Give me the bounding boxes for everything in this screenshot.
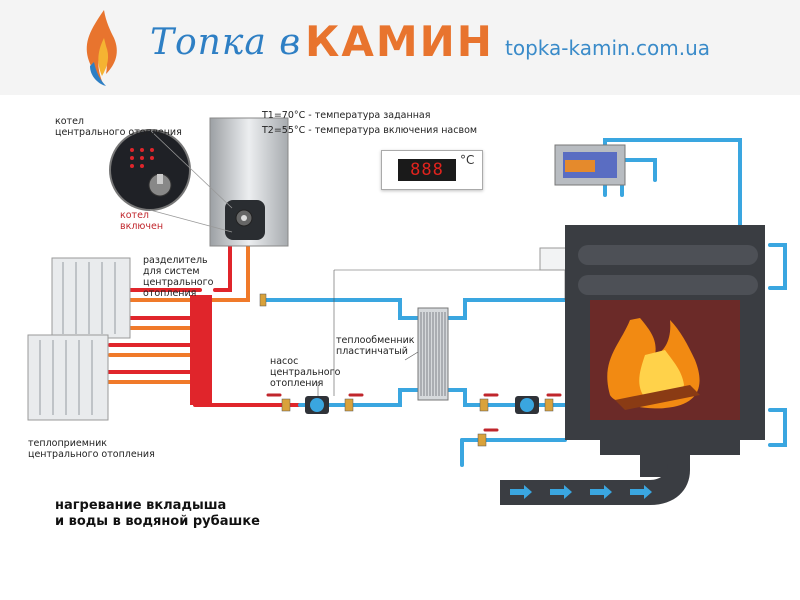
radiator-upper xyxy=(51,257,131,339)
thermostat-readout: 888 xyxy=(398,159,456,181)
pump-left xyxy=(305,396,329,414)
boiler-panel-zoom xyxy=(109,129,233,233)
air-duct xyxy=(500,455,690,505)
site-header: Топка в КАМИН topka-kamin.com.ua xyxy=(0,0,800,95)
boiler xyxy=(209,117,289,247)
label-t1: T1=70°С - температура заданная xyxy=(262,110,431,121)
label-t2: T2=55°С - температура включения насвом xyxy=(262,125,478,136)
fireplace-insert xyxy=(565,225,765,477)
label-boiler: котел центрального отопления xyxy=(55,116,182,138)
thermostat-unit: °C xyxy=(460,153,475,167)
diagram-caption: нагревание вкладыша и воды в водяной руб… xyxy=(55,498,260,529)
thermostat-display: 888 °C xyxy=(381,150,483,190)
heating-diagram xyxy=(27,117,787,505)
label-boiler-on: котел включен xyxy=(120,210,164,232)
expansion-tank xyxy=(554,144,626,186)
radiator-lower xyxy=(27,334,109,421)
plate-heat-exchanger xyxy=(417,307,449,401)
site-url-link[interactable]: topka-kamin.com.ua xyxy=(505,36,711,60)
logo-script-text: Топка в xyxy=(150,22,302,63)
flame-logo-icon xyxy=(86,10,117,86)
label-pump: насос центрального отопления xyxy=(270,356,341,389)
splitter-block xyxy=(190,295,212,405)
pump-right xyxy=(515,396,539,414)
label-heat-exchanger: теплообменник пластинчатый xyxy=(336,335,415,357)
label-splitter: разделитель для систем центрального отоп… xyxy=(143,255,214,299)
label-radiator: теплоприемник центрального отопления xyxy=(28,438,155,460)
logo-bold-text: КАМИН xyxy=(305,17,494,66)
